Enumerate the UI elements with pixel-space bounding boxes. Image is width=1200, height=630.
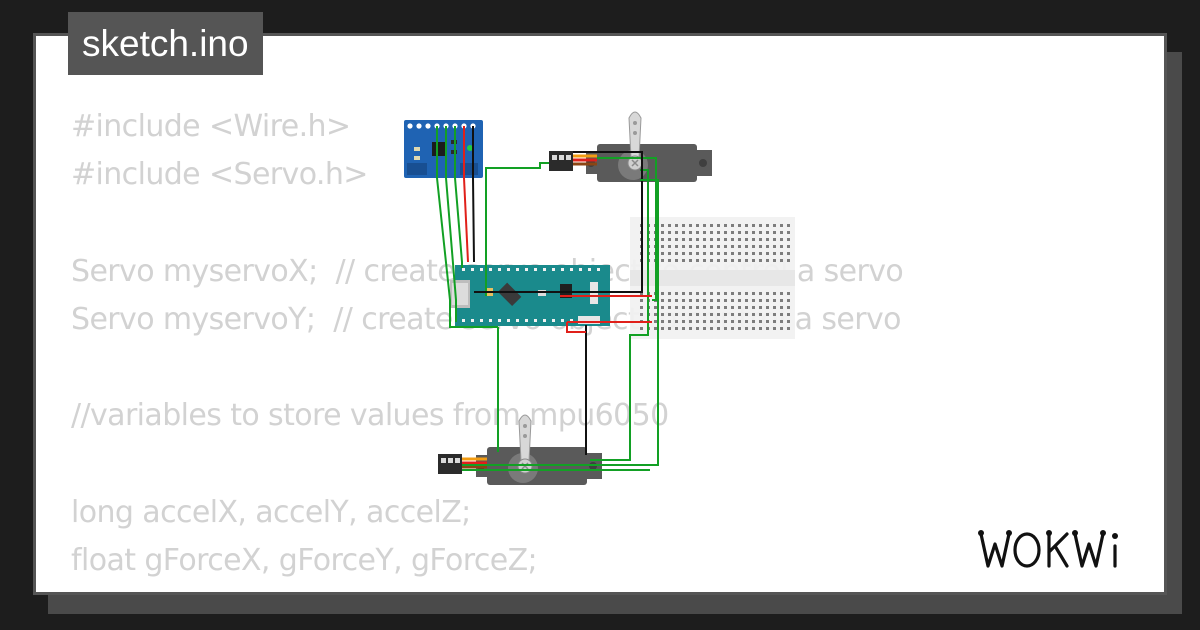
sketch-filename-tab[interactable]: sketch.ino	[68, 12, 263, 75]
code-line: long accelX, accelY, accelZ;	[71, 494, 471, 530]
code-preview: #include <Wire.h> #include <Servo.h> Ser…	[71, 103, 904, 585]
servo-bottom	[438, 414, 602, 485]
code-line: #include <Servo.h>	[71, 157, 368, 193]
wokwi-logo	[978, 530, 1118, 568]
breadboard	[630, 217, 795, 339]
mpu6050-module	[404, 120, 483, 178]
code-line: #include <Wire.h>	[71, 109, 351, 144]
servo-top	[549, 111, 712, 182]
code-line: float gForceX, gForceY, gForceZ;	[71, 542, 538, 578]
code-line: //variables to store values from mpu6050	[71, 398, 669, 434]
wires	[436, 126, 659, 471]
